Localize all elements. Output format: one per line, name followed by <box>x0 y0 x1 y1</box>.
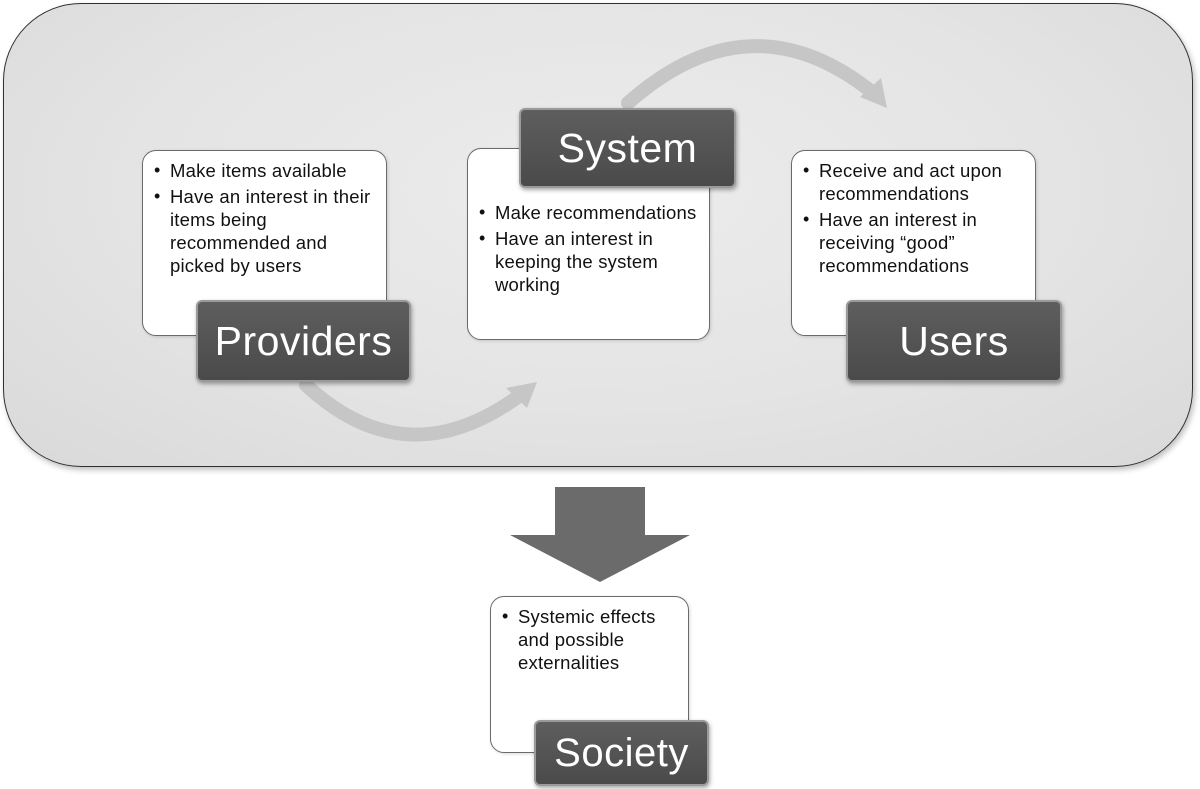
system-label: System <box>519 108 736 188</box>
providers-to-system-arrowhead <box>506 382 537 408</box>
society-bullet: Systemic effects and possible externalit… <box>498 605 680 674</box>
users-bullet: Receive and act upon recommendations <box>799 159 1029 205</box>
system-bullet: Make recommendations <box>475 201 701 224</box>
system-bullet: Have an interest in keeping the system w… <box>475 227 701 296</box>
system-to-users-arrow <box>621 39 879 110</box>
down-arrow <box>510 487 690 582</box>
users-bullet: Have an interest in receiving “good” rec… <box>799 208 1029 277</box>
providers-bullets: Make items available Have an interest in… <box>150 159 378 277</box>
providers-bullet: Have an interest in their items being re… <box>150 185 378 277</box>
providers-to-system-arrow <box>299 378 530 442</box>
users-label: Users <box>846 300 1062 382</box>
providers-label: Providers <box>196 300 411 382</box>
system-bullets: Make recommendations Have an interest in… <box>475 201 701 296</box>
users-bullets: Receive and act upon recommendations Hav… <box>799 159 1029 277</box>
society-label: Society <box>534 720 709 786</box>
providers-bullet: Make items available <box>150 159 378 182</box>
society-bullets: Systemic effects and possible externalit… <box>498 605 680 674</box>
system-to-users-arrowhead <box>860 78 887 108</box>
